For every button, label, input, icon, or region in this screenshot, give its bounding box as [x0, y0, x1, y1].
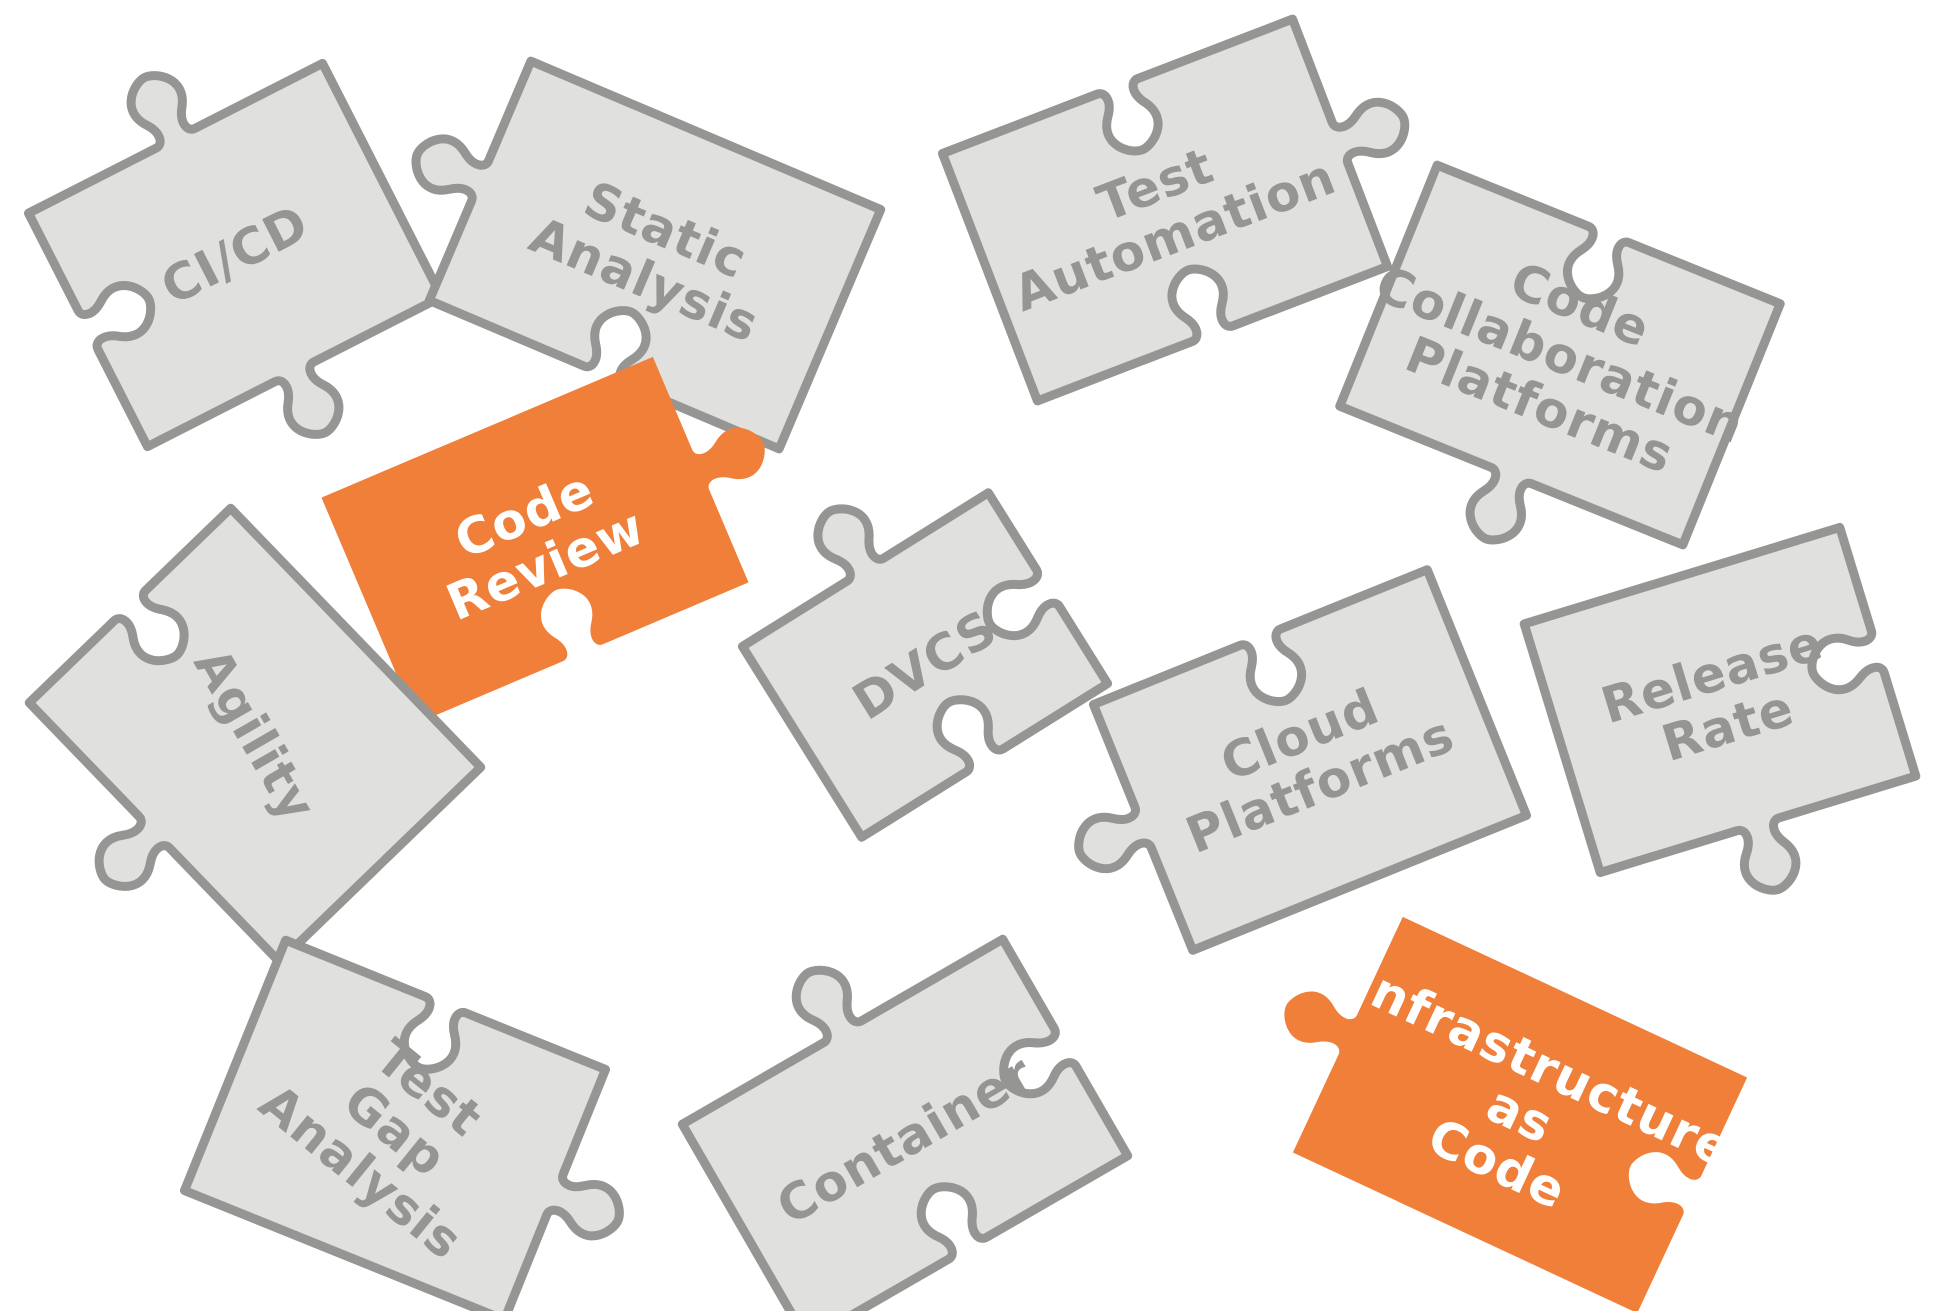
puzzle-piece-static-analysis: StaticAnalysis — [411, 56, 886, 454]
puzzle-piece-shape — [24, 503, 486, 967]
puzzle-piece-shape — [737, 488, 1113, 842]
puzzle-piece-test-automation: TestAutomation — [937, 14, 1410, 406]
puzzle-piece-container: Container — [677, 934, 1133, 1311]
puzzle-piece-dvcs: DVCS — [737, 488, 1113, 842]
puzzle-piece-shape — [937, 14, 1410, 406]
puzzle-piece-cloud-platforms: CloudPlatforms — [1074, 565, 1532, 955]
puzzle-piece-code-collaboration-platforms: CodeCollaborationPlatforms — [1335, 160, 1785, 550]
puzzle-piece-cicd: CI/CD — [24, 58, 446, 452]
puzzle-piece-shape — [1284, 916, 1748, 1311]
puzzle-piece-shape — [677, 934, 1133, 1311]
puzzle-piece-release-rate: ReleaseRate — [1519, 522, 1921, 895]
puzzle-piece-shape — [321, 356, 765, 724]
puzzle-piece-shape — [1335, 160, 1785, 550]
puzzle-piece-agility: Agility — [24, 503, 486, 967]
puzzle-piece-shape — [1519, 522, 1921, 895]
puzzle-piece-shape — [411, 56, 886, 454]
puzzle-piece-shape — [1074, 565, 1532, 955]
puzzle-piece-test-gap-analysis: TestGapAnalysis — [179, 935, 624, 1311]
puzzle-piece-infrastructure-as-code: InfrastructureasCode — [1284, 916, 1748, 1311]
puzzle-piece-shape — [24, 58, 446, 452]
puzzle-piece-shape — [179, 935, 624, 1311]
